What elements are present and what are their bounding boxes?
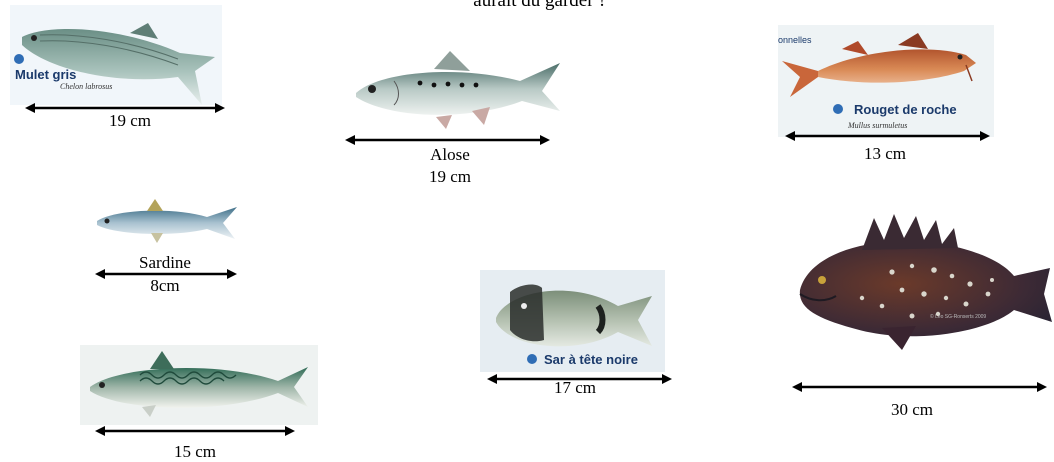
alose-fish-image	[350, 45, 565, 135]
rouget-de-roche-name: Rouget de roche	[854, 102, 957, 117]
maquereau-fish-image	[80, 345, 318, 425]
rouget-de-roche-marker-icon	[833, 104, 843, 114]
page-title-fragment: aurait dû garder ?	[430, 0, 650, 10]
mulet-gris-latin: Chelon labrosus	[60, 82, 112, 91]
sar-name: Sar à tête noire	[544, 352, 638, 367]
mulet-gris-marker-icon	[14, 54, 24, 64]
merou-credit: © Léo SG-Ronserts 2009	[930, 314, 986, 320]
sardine-size: 8cm	[125, 277, 205, 295]
mulet-gris-fish-image	[10, 5, 222, 105]
rouget-size-arrow	[785, 130, 990, 142]
maquereau-size-arrow	[95, 425, 295, 437]
maquereau-card	[80, 345, 318, 425]
rouget-size: 13 cm	[845, 145, 925, 163]
sar-tete-noire-card: Sar à tête noire	[480, 270, 665, 372]
mulet-gris-size: 19 cm	[90, 112, 170, 130]
merou-size: 30 cm	[872, 401, 952, 419]
rouget-de-roche-card: onnelles Rouget de roche Mullus surmulet…	[778, 25, 994, 137]
alose-name: Alose	[410, 146, 490, 164]
mulet-gris-name: Mulet gris	[15, 67, 76, 82]
sar-marker-icon	[527, 354, 537, 364]
rouget-corner-text: onnelles	[778, 35, 812, 45]
merou-fish-image	[792, 210, 1054, 355]
maquereau-size: 15 cm	[155, 443, 235, 461]
sardine-fish-image	[95, 197, 240, 247]
sar-size: 17 cm	[535, 379, 615, 397]
alose-size: 19 cm	[410, 168, 490, 186]
rouget-de-roche-latin: Mullus surmuletus	[848, 121, 907, 130]
merou-size-arrow	[792, 381, 1047, 393]
mulet-gris-card: Mulet gris Chelon labrosus	[10, 5, 222, 105]
